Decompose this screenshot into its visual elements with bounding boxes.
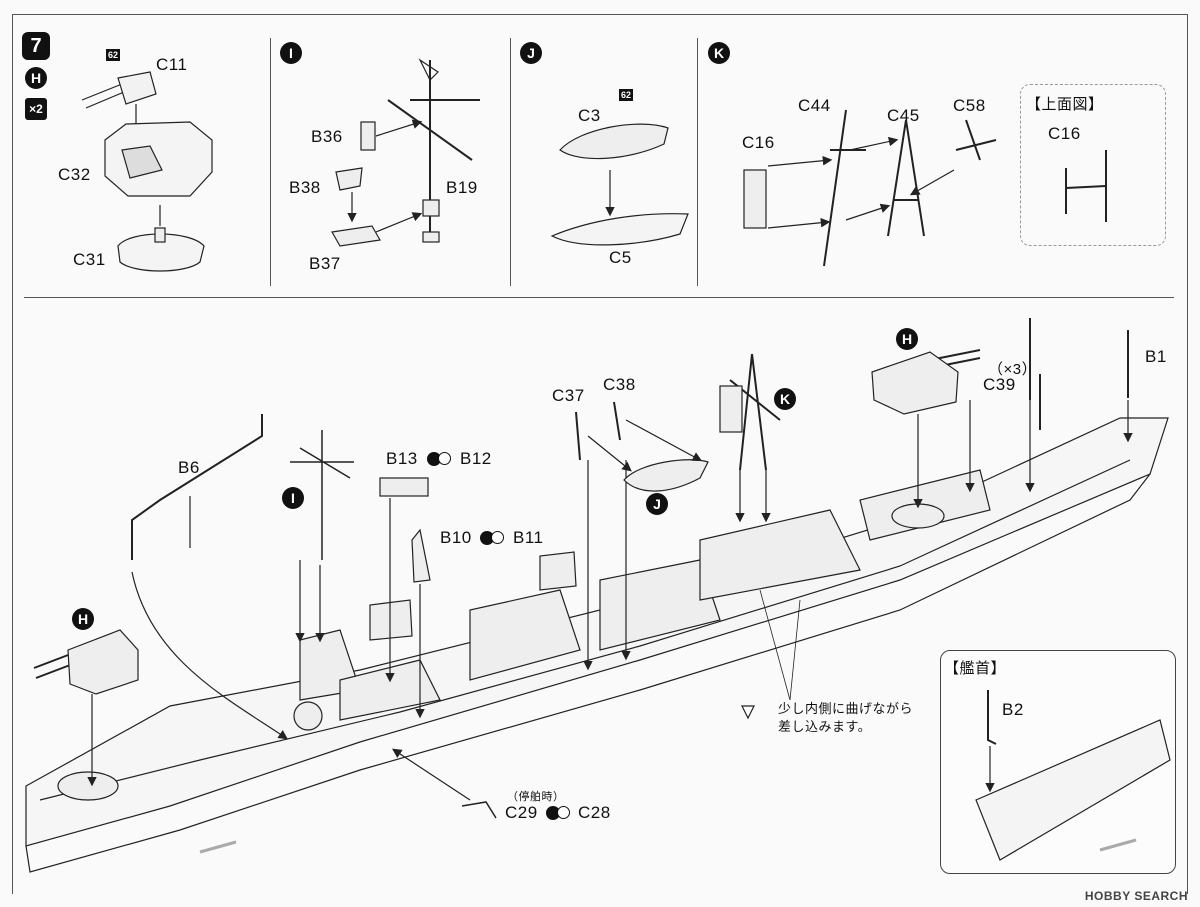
panel-i-mark: I	[280, 42, 302, 64]
label-c11: C11	[156, 55, 188, 74]
multiplier-badge: ×2	[25, 98, 47, 120]
label-c44: C44	[798, 96, 831, 115]
label-c45: C45	[887, 106, 920, 125]
label-b1: B1	[1145, 347, 1167, 366]
section-divider	[24, 297, 1174, 298]
label-c39: C39	[983, 375, 1016, 394]
label-b6: B6	[178, 458, 200, 477]
mast-b19	[387, 58, 480, 243]
left-border	[12, 14, 13, 894]
callout-i-mark: I	[282, 487, 304, 509]
bow-inset-title: 【艦首】	[944, 660, 1007, 677]
label-b36: B36	[311, 127, 343, 146]
boat-c3	[559, 123, 669, 160]
turret-c31	[117, 233, 205, 272]
boat-on-ship	[623, 459, 709, 492]
label-c37: C37	[552, 386, 585, 405]
top-view-title: 【上面図】	[1026, 96, 1104, 113]
turret-right	[871, 351, 959, 415]
turret-c32	[104, 121, 213, 197]
watermark: HOBBY SEARCH	[1084, 889, 1188, 903]
boat-c5	[550, 213, 689, 246]
panel-k-mark: K	[708, 42, 730, 64]
caution-text: 少し内側に曲げながら差し込みます。	[778, 701, 914, 734]
label-b2: B2	[1002, 700, 1024, 719]
label-b38: B38	[289, 178, 321, 197]
or-symbol	[427, 451, 453, 467]
mast-c44	[823, 109, 847, 267]
h-mark-icon: H	[25, 67, 47, 89]
part-b36	[360, 121, 376, 151]
h-mark-right-icon: H	[896, 328, 918, 350]
part-c16	[743, 169, 767, 229]
part-c58	[955, 119, 997, 161]
label-c29-note: （停舶時）	[507, 791, 565, 803]
label-c58: C58	[953, 96, 986, 115]
label-c38: C38	[603, 375, 636, 394]
label-c5: C5	[609, 248, 632, 267]
turret-barrels	[81, 71, 157, 109]
panel-divider-1	[270, 38, 271, 286]
funnel-rear	[539, 551, 577, 591]
callout-k-mark: K	[774, 388, 796, 410]
rail-b6	[131, 414, 263, 560]
label-b13: B13	[386, 449, 418, 468]
h-mark-left-icon: H	[72, 608, 94, 630]
panel-divider-3	[697, 38, 698, 286]
part-b37	[331, 225, 381, 247]
label-b19: B19	[446, 178, 478, 197]
label-b11: B11	[513, 528, 544, 547]
label-top-c16: C16	[1048, 124, 1081, 143]
callout-j-mark: J	[646, 493, 668, 515]
tripod-c45	[887, 119, 925, 237]
part-number-badge: 62	[106, 49, 121, 61]
label-c39-qty: （×3）	[988, 361, 1038, 378]
panel-divider-2	[510, 38, 511, 286]
label-c31: C31	[73, 250, 106, 269]
label-c32: C32	[58, 165, 91, 184]
turret-left	[67, 629, 139, 695]
label-b12: B12	[460, 449, 492, 468]
or-symbol	[480, 530, 506, 546]
or-symbol	[546, 805, 572, 821]
part-b38	[335, 167, 363, 191]
label-c3: C3	[578, 106, 601, 125]
right-border	[1187, 14, 1188, 894]
part-number-badge-j: 62	[619, 89, 634, 101]
label-c28: C28	[578, 803, 611, 822]
ship-hull	[25, 417, 1169, 873]
funnel-front	[369, 599, 413, 641]
step-number-badge: 7	[22, 32, 50, 60]
label-c16: C16	[742, 133, 775, 152]
label-b37: B37	[309, 254, 341, 273]
panel-j-mark: J	[520, 42, 542, 64]
label-b10: B10	[440, 528, 472, 547]
top-view-inset	[1020, 84, 1166, 246]
label-c29: C29	[505, 803, 538, 822]
top-border	[12, 14, 1188, 15]
